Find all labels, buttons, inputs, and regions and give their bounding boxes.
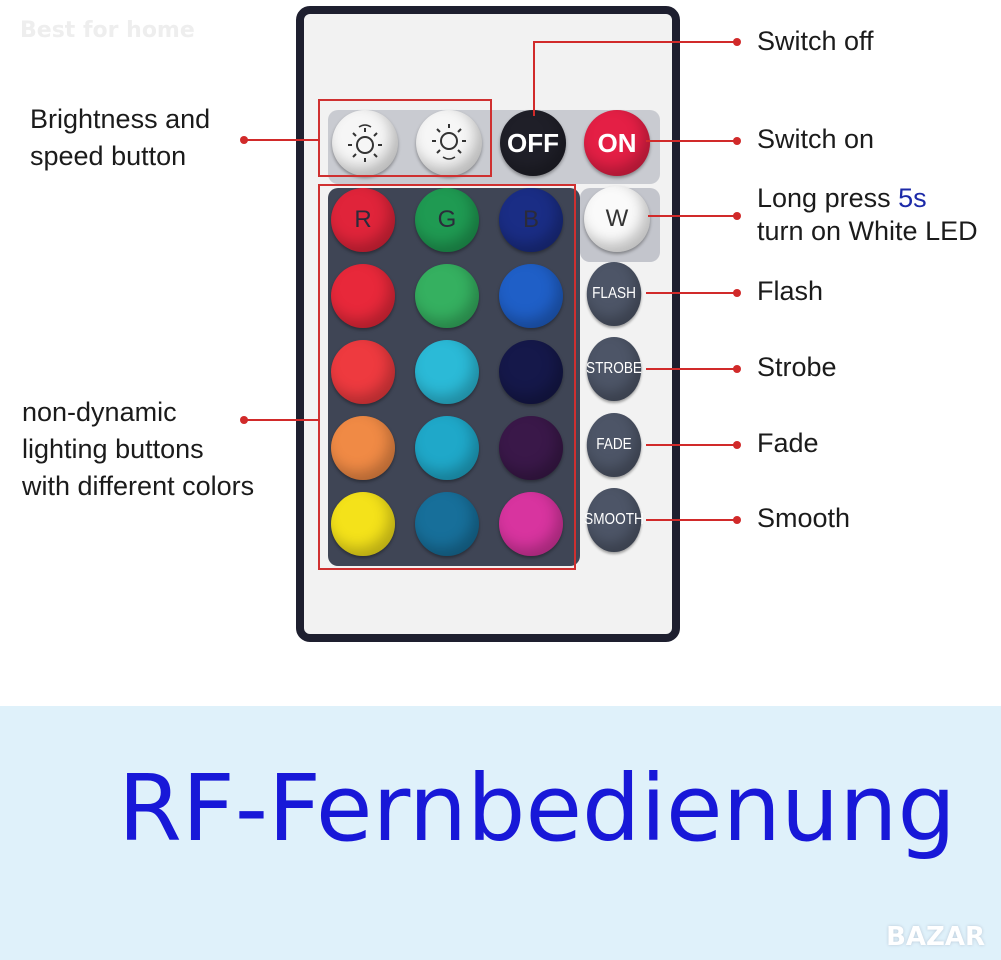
white-label-line2: turn on White LED	[757, 216, 978, 246]
brightness-callout-dot	[240, 136, 248, 144]
switch-on-callout-dot	[733, 137, 741, 145]
strobe-callout-dot	[733, 365, 741, 373]
switch-on-callout-line	[646, 140, 738, 142]
color-button-r3c3[interactable]	[499, 340, 563, 404]
smooth-label: Smooth	[757, 503, 851, 533]
static-label-line3: with different colors	[22, 471, 255, 501]
color-button-r3c2[interactable]	[415, 340, 479, 404]
static-label-line1: non-dynamic	[22, 397, 177, 427]
brightness-down-icon	[432, 124, 466, 160]
white-callout-line	[648, 215, 738, 217]
product-title: RF-Fernbedienung	[118, 755, 956, 862]
color-button-r5c3[interactable]	[499, 492, 563, 556]
color-button-r5c2[interactable]	[415, 492, 479, 556]
watermark-bottom: BAZAR	[886, 922, 985, 952]
long-press-duration: 5s	[898, 183, 927, 213]
off-button[interactable]: OFF	[500, 110, 566, 176]
switch-off-callout-vline	[533, 42, 535, 116]
fade-label: Fade	[757, 428, 819, 458]
color-grid-frame	[318, 184, 576, 570]
fade-button[interactable]: FADE	[586, 413, 642, 477]
title-band	[0, 706, 1001, 960]
smooth-callout-dot	[733, 516, 741, 524]
watermark-top: Best for home	[20, 18, 195, 43]
long-press-prefix: Long press	[757, 183, 899, 213]
smooth-button[interactable]: SMOOTH	[584, 488, 644, 552]
brightness-up-button[interactable]	[332, 110, 398, 176]
white-button[interactable]: W	[584, 186, 650, 252]
brightness-down-button[interactable]	[416, 110, 482, 176]
flash-button-label: FLASH	[592, 285, 636, 302]
switch-off-callout-line	[533, 41, 737, 43]
color-button-r1c1[interactable]: R	[331, 188, 395, 252]
switch-off-callout-dot	[733, 38, 741, 46]
color-button-label: G	[437, 206, 457, 233]
brightness-callout-label: Brightness and speed button	[30, 101, 210, 175]
color-button-r3c1[interactable]	[331, 340, 395, 404]
smooth-callout-line	[646, 519, 738, 521]
flash-callout-dot	[733, 289, 741, 297]
color-button-label: B	[522, 206, 539, 233]
color-button-r2c2[interactable]	[415, 264, 479, 328]
static-label-line2: lighting buttons	[22, 434, 204, 464]
color-button-r4c1[interactable]	[331, 416, 395, 480]
white-callout-label: Long press 5s turn on White LED	[757, 182, 978, 248]
brightness-label-line1: Brightness and	[30, 104, 211, 134]
white-label-line1: Long press 5s	[757, 182, 978, 215]
color-button-r5c1[interactable]	[331, 492, 395, 556]
on-button[interactable]: ON	[584, 110, 650, 176]
fade-callout-line	[646, 444, 738, 446]
color-button-r1c2[interactable]: G	[415, 188, 479, 252]
strobe-button[interactable]: STROBE	[586, 337, 642, 401]
color-button-label: R	[354, 206, 372, 233]
flash-button[interactable]: FLASH	[586, 262, 642, 326]
white-button-label: W	[605, 205, 629, 232]
color-button-r1c3[interactable]: B	[499, 188, 563, 252]
switch-off-label: Switch off	[757, 26, 874, 56]
brightness-callout-line	[244, 139, 320, 141]
strobe-callout-line	[646, 368, 738, 370]
fade-callout-dot	[733, 441, 741, 449]
strobe-label: Strobe	[757, 352, 837, 382]
switch-on-label: Switch on	[757, 124, 875, 154]
color-button-r2c1[interactable]	[331, 264, 395, 328]
white-callout-dot	[733, 212, 741, 220]
color-button-r2c3[interactable]	[499, 264, 563, 328]
brightness-label-line2: speed button	[30, 141, 187, 171]
color-button-r4c3[interactable]	[499, 416, 563, 480]
brightness-frame	[318, 99, 492, 177]
off-button-label: OFF	[507, 127, 559, 158]
strobe-button-label: STROBE	[586, 360, 642, 377]
smooth-button-label: SMOOTH	[584, 511, 644, 528]
brightness-up-icon	[348, 124, 382, 162]
color-button-r4c2[interactable]	[415, 416, 479, 480]
static-callout-dot	[240, 416, 248, 424]
fade-button-label: FADE	[596, 436, 632, 453]
flash-callout-line	[646, 292, 738, 294]
flash-label: Flash	[757, 276, 824, 306]
on-button-label: ON	[597, 127, 637, 158]
static-callout-label: non-dynamic lighting buttons with differ…	[22, 394, 254, 505]
static-callout-line	[244, 419, 320, 421]
